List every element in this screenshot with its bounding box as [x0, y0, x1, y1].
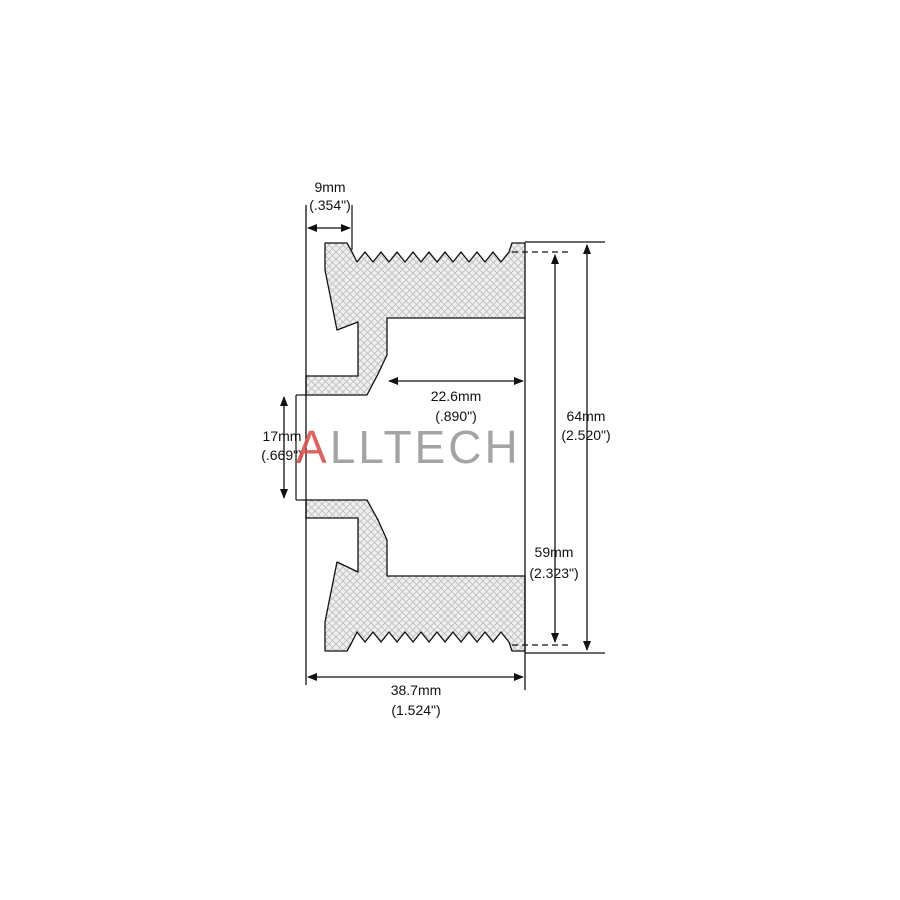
bore-diameter-metric: 17mm [263, 428, 302, 444]
overall-length-imperial: (1.524") [391, 702, 440, 718]
groove-diameter-metric: 59mm [535, 544, 574, 560]
bore-diameter-imperial: (.669") [261, 447, 303, 463]
hub-depth-metric: 22.6mm [431, 388, 482, 404]
flange-width-metric: 9mm [314, 179, 345, 195]
pulley-lower-section [305, 499, 526, 652]
watermark-rest: LLTECH [330, 421, 521, 473]
outer-diameter-metric: 64mm [567, 408, 606, 424]
groove-diameter-imperial: (2.323") [529, 565, 578, 581]
watermark-accent-letter: A [296, 421, 330, 473]
pulley-upper-section [305, 242, 526, 396]
hub-depth-imperial: (.890") [435, 408, 477, 424]
flange-width-imperial: (.354") [309, 197, 351, 213]
overall-length-metric: 38.7mm [391, 682, 442, 698]
outer-diameter-imperial: (2.520") [561, 427, 610, 443]
watermark-logo: ALLTECH [296, 421, 521, 473]
